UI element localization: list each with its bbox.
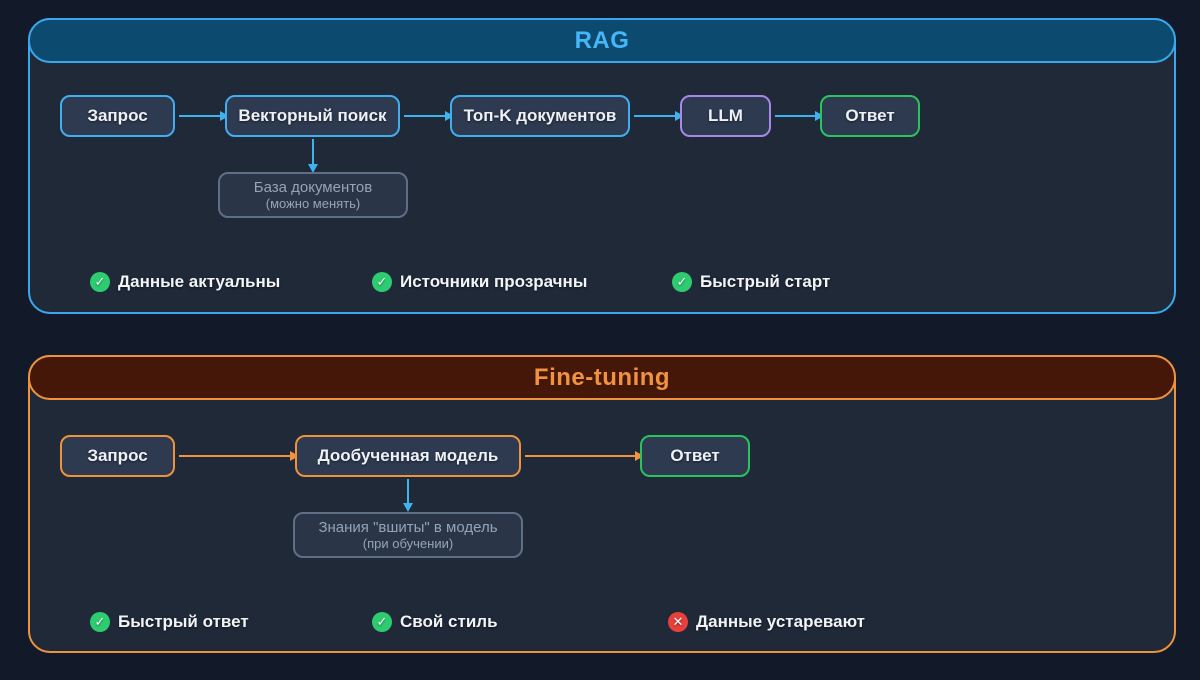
finetuning-panel-title: Fine-tuning xyxy=(533,363,671,391)
arrow-query-to-vector-search xyxy=(179,111,229,121)
rag-node-query-label: Запрос xyxy=(87,106,148,125)
arrow-topk-to-llm xyxy=(634,111,684,121)
finetuning-panel-header: Fine-tuning xyxy=(28,355,1176,400)
rag-db-box: База документов (можно менять) xyxy=(218,172,408,218)
arrow-model-to-answer xyxy=(525,451,644,461)
ft-feature-fast-answer: ✓ Быстрый ответ xyxy=(90,612,249,632)
ft-knowledge-box-line1: Знания "вшиты" в модель xyxy=(318,519,498,536)
check-icon: ✓ xyxy=(90,612,110,632)
rag-panel-header: RAG xyxy=(28,18,1176,63)
rag-node-answer-label: Ответ xyxy=(845,106,895,125)
ft-node-model-label: Дообученная модель xyxy=(317,446,499,465)
arrow-vector-search-to-topk xyxy=(404,111,454,121)
ft-node-answer: Ответ xyxy=(640,435,750,477)
check-icon: ✓ xyxy=(372,272,392,292)
ft-node-answer-label: Ответ xyxy=(670,446,720,465)
finetuning-panel: Fine-tuning Запрос Дообученная модель От… xyxy=(28,355,1176,653)
rag-node-llm-label: LLM xyxy=(708,106,743,125)
rag-node-topk: Топ-K документов xyxy=(450,95,630,137)
check-icon: ✓ xyxy=(372,612,392,632)
cross-icon: ✕ xyxy=(668,612,688,632)
arrow-query-to-model xyxy=(179,451,299,461)
ft-feature-stale-data-label: Данные устаревают xyxy=(696,612,866,631)
ft-feature-stale-data: ✕ Данные устаревают xyxy=(668,612,865,632)
check-icon: ✓ xyxy=(90,272,110,292)
rag-node-answer: Ответ xyxy=(820,95,920,137)
ft-node-model: Дообученная модель xyxy=(295,435,521,477)
rag-node-llm: LLM xyxy=(680,95,771,137)
rag-node-vector-search: Векторный поиск xyxy=(225,95,400,137)
rag-feature-transparent-sources-label: Источники прозрачны xyxy=(400,272,588,291)
ft-feature-fast-answer-label: Быстрый ответ xyxy=(118,612,249,631)
rag-feature-fresh-data: ✓ Данные актуальны xyxy=(90,272,280,292)
rag-node-topk-label: Топ-K документов xyxy=(463,106,617,125)
ft-knowledge-box-line2: (при обучении) xyxy=(362,536,454,551)
check-icon: ✓ xyxy=(672,272,692,292)
arrow-model-to-knowledge xyxy=(403,479,413,512)
ft-feature-own-style-label: Свой стиль xyxy=(400,612,498,631)
ft-node-query-label: Запрос xyxy=(87,446,148,465)
rag-node-query: Запрос xyxy=(60,95,175,137)
ft-node-query: Запрос xyxy=(60,435,175,477)
rag-feature-transparent-sources: ✓ Источники прозрачны xyxy=(372,272,587,292)
rag-node-vector-search-label: Векторный поиск xyxy=(238,106,387,125)
rag-feature-fresh-data-label: Данные актуальны xyxy=(118,272,281,291)
rag-feature-fast-start: ✓ Быстрый старт xyxy=(672,272,830,292)
ft-feature-own-style: ✓ Свой стиль xyxy=(372,612,498,632)
rag-feature-fast-start-label: Быстрый старт xyxy=(700,272,831,291)
arrow-vector-search-to-db xyxy=(308,139,318,173)
ft-knowledge-box: Знания "вшиты" в модель (при обучении) xyxy=(293,512,523,558)
arrow-llm-to-answer xyxy=(775,111,824,121)
rag-panel-title: RAG xyxy=(574,26,630,54)
rag-panel: RAG Запрос Векторный поиск Топ-K докумен… xyxy=(28,18,1176,314)
rag-db-box-line1: База документов xyxy=(253,179,373,196)
rag-db-box-line2: (можно менять) xyxy=(265,196,361,211)
